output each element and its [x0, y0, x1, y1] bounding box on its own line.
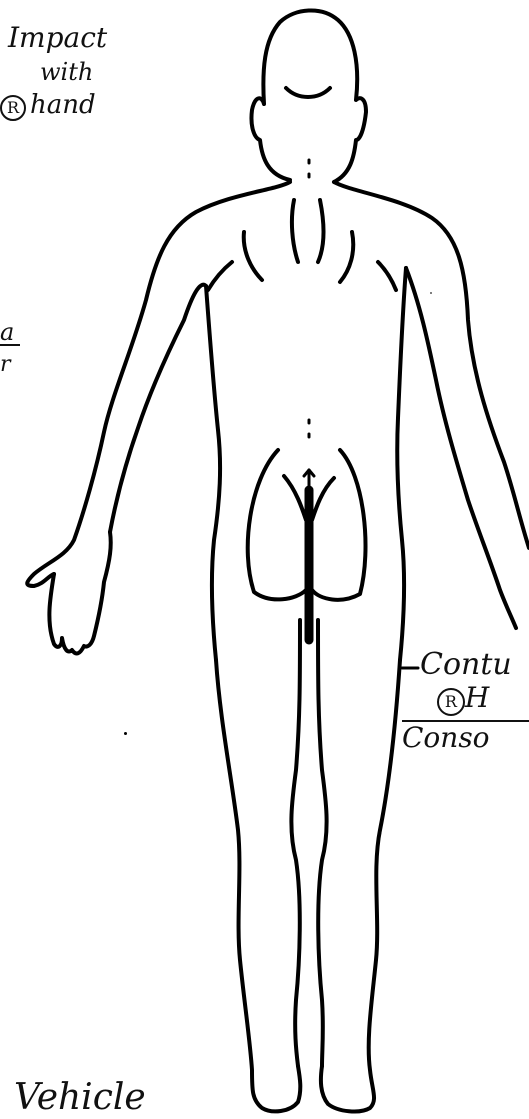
torso-right — [397, 268, 406, 660]
lat-left — [208, 262, 232, 290]
left-buttock — [248, 450, 306, 599]
buttock-inner-left — [284, 476, 306, 520]
neck-curve — [286, 88, 330, 97]
spine-upper-right — [318, 200, 324, 262]
buttock-inner-right — [312, 478, 334, 520]
right-side-circle-icon: R — [0, 95, 26, 121]
contusion-line1: Contu — [420, 650, 512, 680]
bottom-note: Vehicle — [14, 1080, 146, 1116]
contusion-line3: Conso — [402, 724, 490, 752]
impact-line1: Impact — [8, 24, 107, 52]
scapula-right — [340, 232, 353, 282]
right-leg-outer — [321, 660, 400, 1111]
spine-markers — [304, 160, 314, 494]
scapula-left — [244, 232, 262, 280]
spine-upper-left — [292, 200, 298, 262]
contusion-line2: H — [465, 681, 489, 714]
lat-right — [378, 262, 396, 290]
stray-dot-2 — [430, 292, 432, 294]
left-leg-outer — [216, 660, 300, 1111]
impact-line2: with — [40, 60, 93, 84]
impact-annotation: Impact — [8, 24, 107, 52]
left-fragment-top: a — [0, 320, 20, 346]
left-leg-inner — [291, 620, 300, 1066]
stray-dot — [124, 732, 127, 735]
impact-line3: hand — [30, 90, 96, 120]
left-arm-inner — [110, 285, 206, 532]
left-fragment-bottom: r — [0, 354, 11, 376]
right-side-circle-icon-2: R — [437, 688, 465, 716]
left-hand-outline — [49, 532, 110, 653]
right-buttock — [312, 450, 366, 600]
torso-left — [206, 286, 220, 660]
right-leg-inner — [318, 620, 327, 1066]
